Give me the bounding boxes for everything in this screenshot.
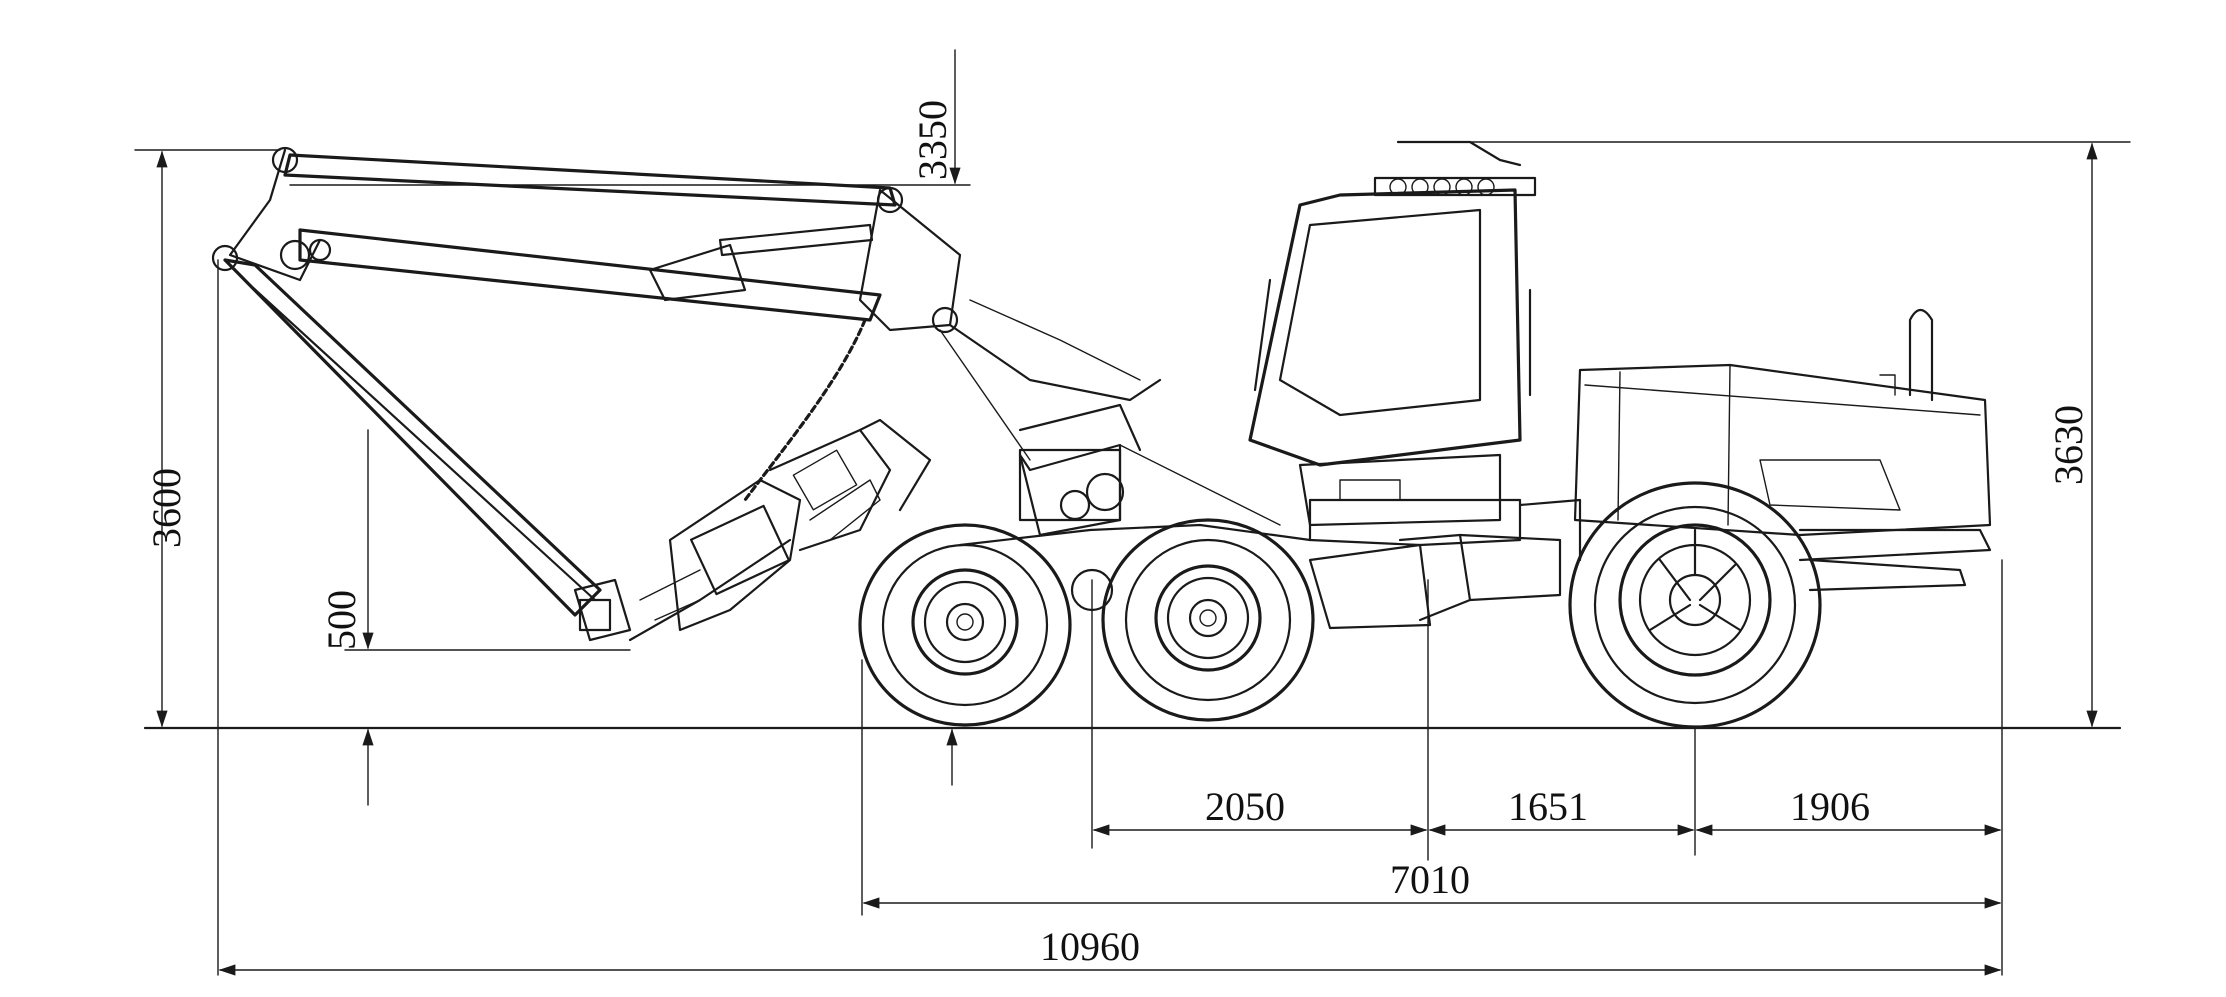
dim-2050-label: 2050 (1205, 784, 1285, 829)
dim-3600-label: 3600 (144, 468, 189, 548)
dim-3630-label: 3630 (2046, 405, 2091, 485)
dim-10960-label: 10960 (1040, 924, 1140, 969)
hose-chain (743, 318, 867, 502)
bogie-pivot (1070, 568, 1114, 612)
crane-base (1018, 403, 1281, 537)
dim-500-label: 500 (319, 590, 364, 650)
dim-7010-label: 7010 (1390, 857, 1470, 902)
harvester-head (628, 418, 932, 642)
chassis (1308, 498, 1992, 630)
bogie-beam (958, 523, 1312, 547)
front-wheel (1568, 481, 1822, 729)
dimension-lines (134, 49, 2131, 976)
dimension-labels: 3350 3600 500 3630 2050 1651 1906 7010 1… (144, 100, 2091, 969)
rear-bogie-wheel-1 (858, 523, 1072, 727)
dim-3350-label: 3350 (910, 100, 955, 180)
main-boom (211, 146, 1162, 461)
dim-1651-label: 1651 (1508, 784, 1588, 829)
rear-bogie-wheel-2 (1101, 518, 1315, 722)
engine-hood (1573, 308, 1992, 537)
cab (1248, 140, 1537, 527)
dim-1906-label: 1906 (1790, 784, 1870, 829)
stick-arm (223, 258, 632, 642)
